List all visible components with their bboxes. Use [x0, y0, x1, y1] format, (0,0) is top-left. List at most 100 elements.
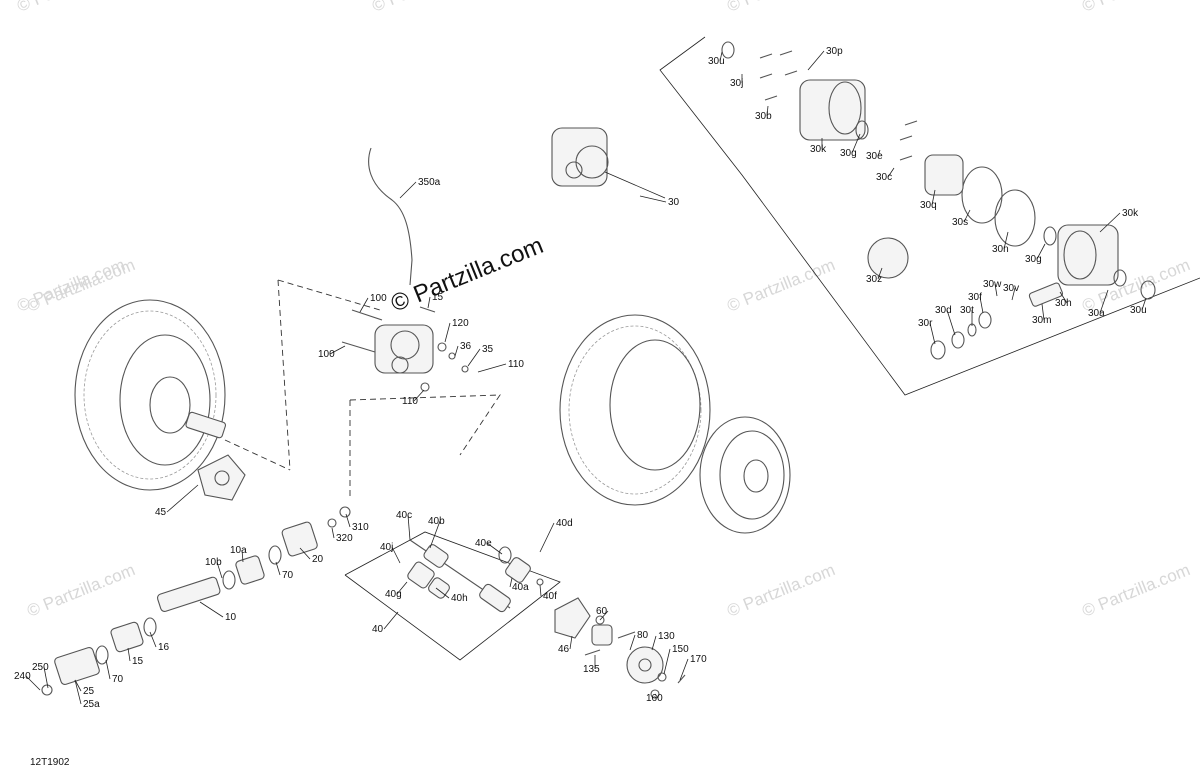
callout-leader [199, 601, 224, 618]
callout-label[interactable]: 30f [968, 292, 982, 303]
callout-leader [946, 309, 956, 336]
callout-label[interactable]: 70 [282, 570, 294, 581]
callout-label[interactable]: 40f [543, 591, 557, 602]
callout-label[interactable]: 100 [370, 293, 387, 304]
callout-label[interactable]: 30r [918, 318, 933, 329]
callout-label[interactable]: 46 [558, 644, 570, 655]
callout-leader [639, 195, 667, 203]
callout-label[interactable]: 30a [1088, 308, 1105, 319]
callout-label[interactable]: 10b [205, 557, 222, 568]
callout-label[interactable]: 310 [352, 522, 369, 533]
callout-label[interactable]: 30z [866, 274, 882, 285]
callout-label[interactable]: 40g [385, 589, 402, 600]
callout-label[interactable]: 70 [112, 674, 124, 685]
callout-label[interactable]: 30m [1032, 315, 1051, 326]
callout-leader [1036, 243, 1046, 260]
callout-label[interactable]: 30d [935, 305, 952, 316]
callout-label[interactable]: 40 [372, 624, 384, 635]
callout-label[interactable]: 30j [730, 78, 743, 89]
callout-label[interactable]: 30k [810, 144, 827, 155]
callout-leader [719, 51, 723, 62]
callout-label[interactable]: 30n [992, 244, 1009, 255]
callout-label[interactable]: 16 [158, 642, 170, 653]
callout-leader [1011, 287, 1016, 301]
callout-label[interactable]: 10 [225, 612, 237, 623]
callout-label[interactable]: 15 [432, 292, 444, 303]
callout-label[interactable]: 110 [402, 396, 418, 407]
callout-label[interactable]: 130 [658, 631, 675, 642]
callout-label[interactable]: 30k [1122, 208, 1139, 219]
callout-leader [679, 658, 689, 681]
callout-label[interactable]: 30u [708, 56, 725, 67]
callout-label[interactable]: 80 [637, 630, 649, 641]
callout-label[interactable]: 40d [556, 518, 573, 529]
callout-label[interactable]: 30h [1055, 298, 1072, 309]
callout-label[interactable]: 30g [1025, 254, 1042, 265]
callout-label[interactable]: 25a [83, 699, 100, 710]
o-ring-30s [961, 166, 1003, 224]
callout-label[interactable]: 35 [482, 344, 494, 355]
callout-label[interactable]: 30w [983, 279, 1002, 290]
callout-label[interactable]: 30v [1003, 283, 1019, 294]
wheel-rim [699, 416, 791, 534]
axle-group-bracket [344, 531, 561, 661]
callout-leader [74, 679, 82, 692]
callout-label[interactable]: 45 [155, 507, 167, 518]
callout-leader [539, 584, 542, 597]
callout-label[interactable]: 40j [380, 542, 393, 553]
callout-label[interactable]: 135 [583, 664, 600, 675]
callout-label[interactable]: 15 [132, 656, 144, 667]
callout-label[interactable]: 350a [418, 177, 441, 188]
callout-leader [105, 659, 111, 680]
callout-label[interactable]: 25 [83, 686, 95, 697]
callout-label[interactable]: 320 [336, 533, 353, 544]
callout-label[interactable]: 30g [840, 148, 857, 159]
callout-leader [1003, 231, 1009, 250]
callout-label[interactable]: 30c [876, 172, 892, 183]
callout-label[interactable]: 40e [475, 538, 492, 549]
callout-label[interactable]: 30p [826, 46, 843, 57]
callout-leader [331, 527, 335, 539]
washer-30f [978, 311, 992, 329]
callout-leader [345, 513, 351, 528]
callout-label[interactable]: 150 [672, 644, 689, 655]
callout-leader [444, 322, 451, 343]
callout-label[interactable]: 160 [646, 693, 663, 704]
callout-label[interactable]: 40a [512, 582, 529, 593]
callout-label[interactable]: 40h [451, 593, 468, 604]
callout-label[interactable]: 30t [960, 305, 974, 316]
callout-label[interactable]: 30q [920, 200, 937, 211]
callout-label[interactable]: 110 [508, 359, 524, 370]
steering-knuckle-45 [197, 454, 246, 501]
watermark-text: © Partzilla.com [1079, 0, 1192, 16]
callout-leader [429, 520, 441, 549]
callout-label[interactable]: 30b [755, 111, 772, 122]
callout-leader [509, 577, 513, 588]
callout-leader [1059, 291, 1068, 304]
callout-label[interactable]: 120 [452, 318, 469, 329]
callout-label[interactable]: 170 [690, 654, 707, 665]
callout-label[interactable]: 40b [428, 516, 445, 527]
callout-label[interactable]: 30u [1130, 305, 1147, 316]
callout-leader [25, 675, 41, 691]
callout-label[interactable]: 250 [32, 662, 49, 673]
callout-label[interactable]: 30s [952, 217, 968, 228]
hub-knuckle-46 [554, 597, 686, 699]
callout-label[interactable]: 60 [596, 606, 608, 617]
callout-label[interactable]: 40c [396, 510, 412, 521]
hub-dashed-leader [224, 439, 291, 471]
callout-label[interactable]: 240 [14, 671, 31, 682]
bolt-15 [419, 306, 436, 313]
callout-label[interactable]: 10a [230, 545, 247, 556]
callout-label[interactable]: 36 [460, 341, 472, 352]
callout-label[interactable]: 30 [668, 197, 680, 208]
bolt-100-lower [341, 341, 376, 353]
callout-leader [435, 587, 450, 599]
callout-label[interactable]: 30e [866, 151, 883, 162]
callout-label[interactable]: 20 [312, 554, 324, 565]
callout-label[interactable]: 100 [318, 349, 335, 360]
knuckle-dashed-bracket [277, 279, 381, 311]
watermark-text: © Partzilla.com [369, 0, 482, 16]
diff-unit-30z [867, 237, 909, 279]
